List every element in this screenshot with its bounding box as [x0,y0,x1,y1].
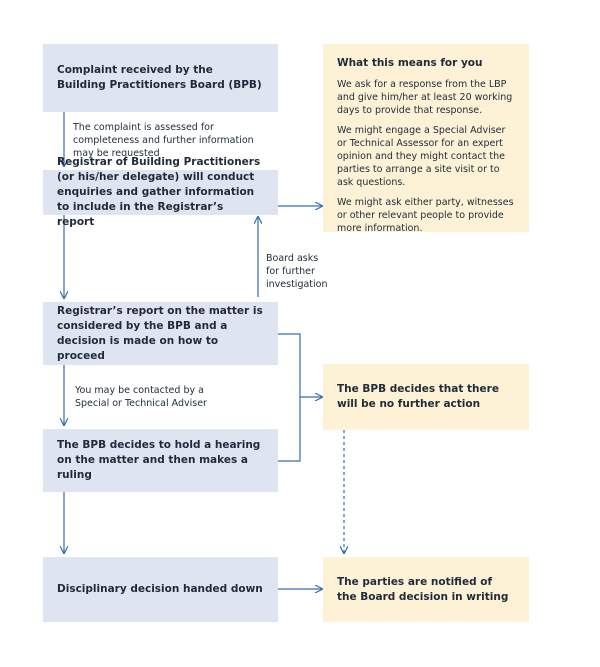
info-panel: What this means for you We ask for a res… [323,44,529,234]
info-paragraph-1: We ask for a response from the LBP and g… [337,79,513,116]
info-paragraph-2: We might engage a Special Adviser or Tec… [337,125,506,188]
info-paragraph-3: We might ask either party, witnesses or … [337,197,514,234]
complaint-box: Complaint received by the Building Pract… [43,44,278,112]
hearing-text: The BPB decides to hold a hearing on the… [57,439,261,481]
registrar-text: Registrar of Building Practitioners (or … [57,156,261,228]
report-box: Registrar’s report on the matter is cons… [43,302,278,365]
line-hearing-to-no-action [278,397,301,462]
complaint-text: Complaint received by the Building Pract… [57,64,262,91]
hearing-box: The BPB decides to hold a hearing on the… [43,429,278,492]
contacted-label: You may be contacted by a Special or Tec… [75,385,207,409]
no-action-text: The BPB decides that there will be no fu… [337,383,499,410]
report-text: Registrar’s report on the matter is cons… [57,304,263,362]
line-report-to-no-action [278,333,301,397]
no-action-box: The BPB decides that there will be no fu… [323,364,529,430]
board-asks-label: Board asks for further investigation [266,253,328,290]
assessed-label: The complaint is assessed for completene… [73,122,254,159]
notified-text: The parties are notified of the Board de… [337,575,509,603]
disciplinary-text: Disciplinary decision handed down [57,583,263,595]
disciplinary-box: Disciplinary decision handed down [43,557,278,622]
registrar-box: Registrar of Building Practitioners (or … [43,156,278,228]
info-title: What this means for you [337,57,483,69]
notified-box: The parties are notified of the Board de… [323,557,529,622]
